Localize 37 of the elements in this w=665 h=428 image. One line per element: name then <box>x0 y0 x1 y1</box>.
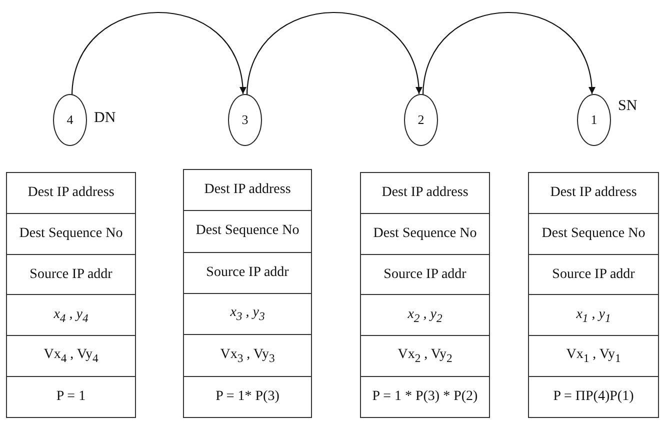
table-cell: Dest Sequence No <box>529 212 658 254</box>
node-circle: 2 <box>404 94 438 146</box>
table-cell: Source IP addr <box>7 254 135 294</box>
table-cell: Source IP addr <box>361 254 489 294</box>
table-cell-text: Dest IP address <box>203 181 292 200</box>
table-cell: P = 1 <box>7 376 135 417</box>
node-label: DN <box>94 110 116 127</box>
table-cell: Source IP addr <box>184 252 311 293</box>
table-cell: Source IP addr <box>529 254 658 294</box>
packet-table <box>528 172 659 418</box>
table-cell: Vx$_{1}$ , Vy$_{1}$ <box>529 335 658 376</box>
table-cell: P = ΠP(4)P(1) <box>529 376 658 417</box>
table-cell: P = 1 * P(3) * P(2) <box>361 376 489 417</box>
table-cell: Vx$_{4}$ , Vy$_{4}$ <box>7 335 135 376</box>
table-cell: x$_{1}$ , y$_{1}$ <box>529 294 658 336</box>
table-cell-text: Dest IP address <box>26 184 116 202</box>
packet-table <box>6 172 136 418</box>
node-circle: 4 <box>53 94 87 146</box>
table-cell: P = 1* P(3) <box>184 376 311 417</box>
table-cell: Vx$_{2}$ , Vy$_{2}$ <box>361 335 489 376</box>
table-cell-text: Dest IP address <box>549 184 638 202</box>
curved-arrow <box>71 12 246 96</box>
table-cell: Dest Sequence No <box>361 212 489 254</box>
node-circle: 3 <box>228 94 262 146</box>
curved-arrow <box>422 12 595 96</box>
curved-arrow <box>246 12 422 96</box>
table-cell: x$_{3}$ , y$_{3}$ <box>184 292 311 334</box>
packet-table <box>360 172 490 418</box>
table-cell-text: Dest IP address <box>380 184 470 202</box>
table-cell: Dest Sequence No <box>184 210 311 252</box>
node-circle: 1 <box>577 94 611 146</box>
table-cell: Vx$_{3}$ , Vy$_{3}$ <box>184 334 311 376</box>
table-cell: x$_{2}$ , y$_{2}$ <box>361 294 489 336</box>
packet-table <box>183 169 312 418</box>
table-cell: Dest Sequence No <box>7 212 135 254</box>
node-label: SN <box>618 98 638 115</box>
table-cell: x$_{4}$ , y$_{4}$ <box>7 294 135 336</box>
